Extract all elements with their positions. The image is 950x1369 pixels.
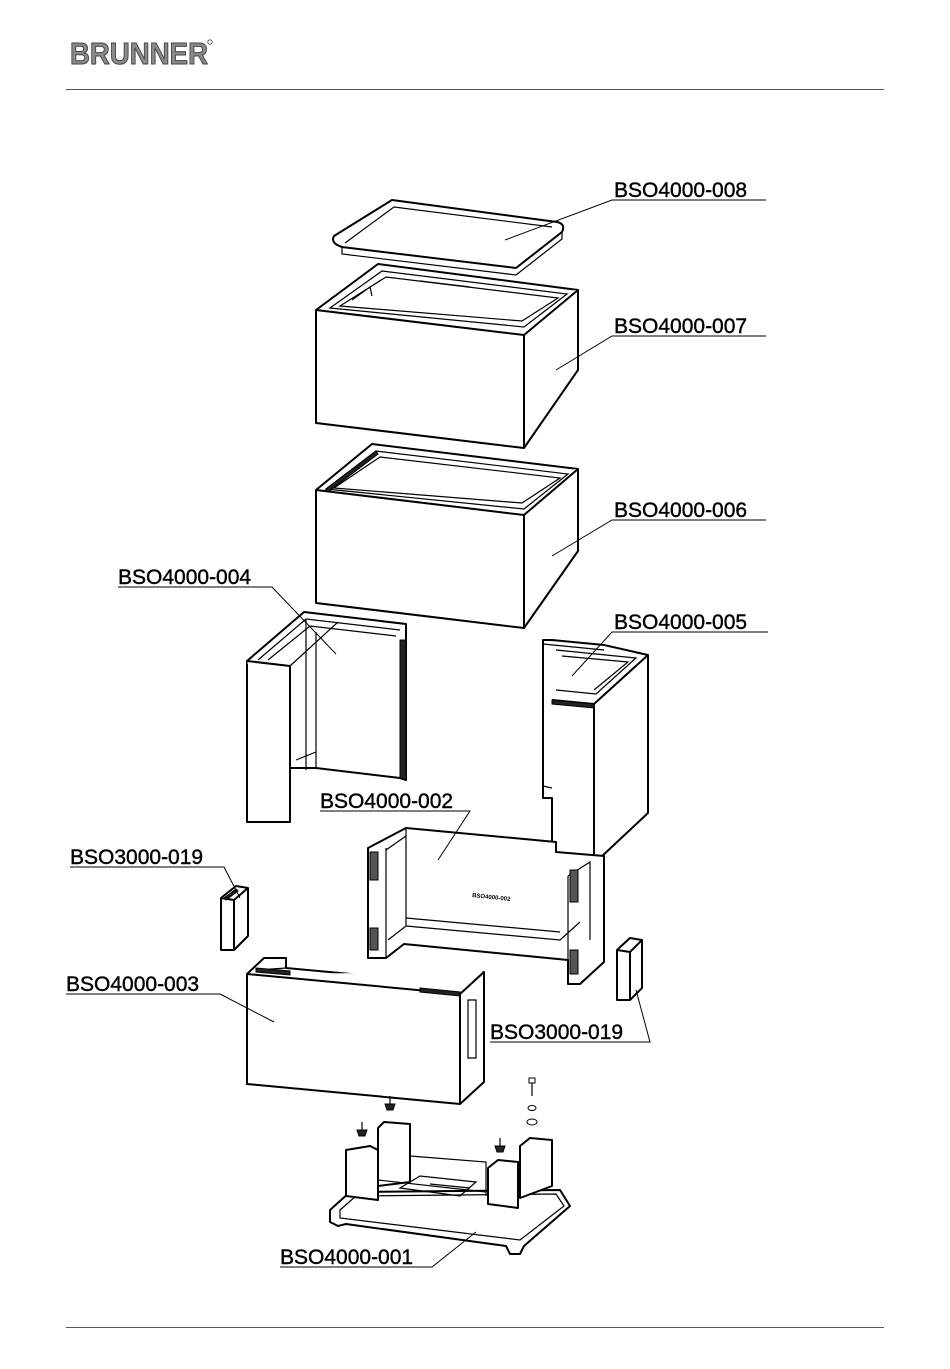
screw-icon <box>495 1138 505 1152</box>
label-bso4000-001: BSO4000-001 <box>280 1246 413 1269</box>
callout-bso4000-007: BSO4000-007 <box>556 315 766 370</box>
label-bso3000-019-left: BSO3000-019 <box>70 846 203 869</box>
label-bso4000-008: BSO4000-008 <box>614 179 747 202</box>
part-lid-plate <box>333 200 563 275</box>
label-bso4000-003: BSO4000-003 <box>66 973 199 996</box>
part-small-block-right <box>617 938 642 1000</box>
part-middle-box <box>316 444 578 628</box>
part-front-panel <box>247 958 484 1104</box>
part-right-side-panel <box>543 640 648 858</box>
part-small-block-left <box>221 886 248 950</box>
callout-bso4000-006: BSO4000-006 <box>552 499 766 556</box>
screw-icon <box>527 1078 537 1125</box>
screw-icon <box>357 1122 367 1136</box>
part-base <box>330 1122 570 1254</box>
callout-bso4000-003: BSO4000-003 <box>66 973 274 1022</box>
label-bso4000-006: BSO4000-006 <box>614 499 747 522</box>
part-upper-box <box>316 264 578 448</box>
label-bso3000-019-right: BSO3000-019 <box>490 1021 623 1044</box>
label-bso4000-007: BSO4000-007 <box>614 315 747 338</box>
label-bso4000-002: BSO4000-002 <box>320 790 453 813</box>
label-bso4000-004: BSO4000-004 <box>118 566 251 589</box>
callout-bso3000-019-left: BSO3000-019 <box>70 846 240 898</box>
label-bso4000-005: BSO4000-005 <box>614 611 747 634</box>
